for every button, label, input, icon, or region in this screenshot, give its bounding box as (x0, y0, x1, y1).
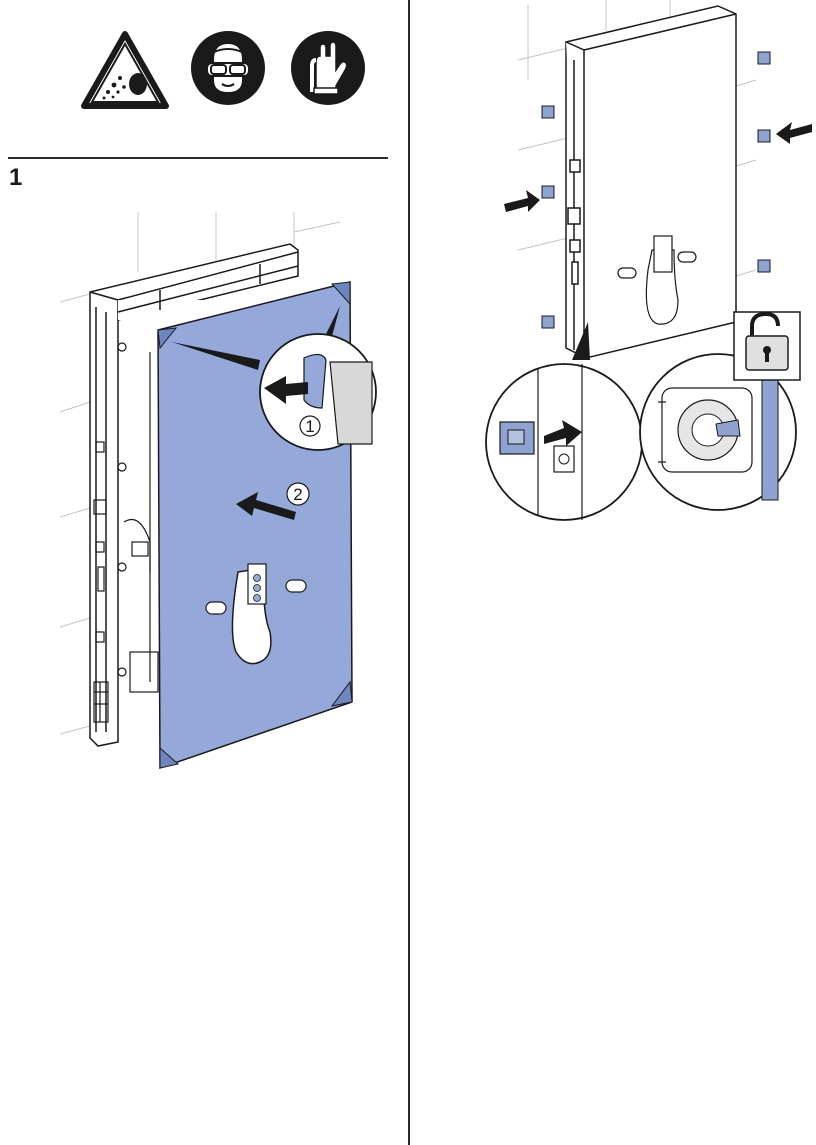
unlocked-padlock-icon (733, 311, 801, 381)
detail-magnifier: 1 (259, 333, 377, 451)
wear-gloves-icon (291, 31, 365, 105)
step-number: 1 (9, 164, 23, 191)
callout-number-two: 2 (293, 485, 302, 504)
clip-bottom-right (757, 259, 771, 273)
safety-pictogram-row (80, 30, 380, 110)
mounting-clips (541, 51, 771, 329)
illustration-clip-mounting (485, 0, 812, 521)
installation-frame-right (565, 5, 737, 359)
clip-mid-right (757, 129, 771, 143)
step-separator-line (8, 157, 388, 159)
column-divider (408, 0, 410, 1145)
detail-lock-mechanism (639, 353, 797, 511)
frame-cutout (617, 235, 697, 325)
insert-arrow-left (504, 190, 540, 212)
clip-top-right (757, 51, 771, 65)
insert-arrow-right (776, 122, 812, 144)
flying-particles-warning-icon (81, 31, 169, 109)
zoom-pointer (572, 322, 590, 360)
installation-frame (89, 243, 299, 747)
callout-number-one: 1 (305, 417, 314, 436)
clip-bottom-left (541, 315, 555, 329)
wall-tile-lines (60, 212, 341, 735)
push-arrow: 2 (236, 482, 310, 520)
detail-clip-insert (485, 363, 643, 521)
wall-tile-lines-right (517, 0, 757, 277)
clip-top-left (541, 105, 555, 119)
callout-pointer (172, 342, 260, 370)
illustration-attach-panel: 1 2 (60, 212, 377, 770)
clip-mid-left (541, 185, 555, 199)
wear-eye-protection-icon (191, 31, 265, 105)
